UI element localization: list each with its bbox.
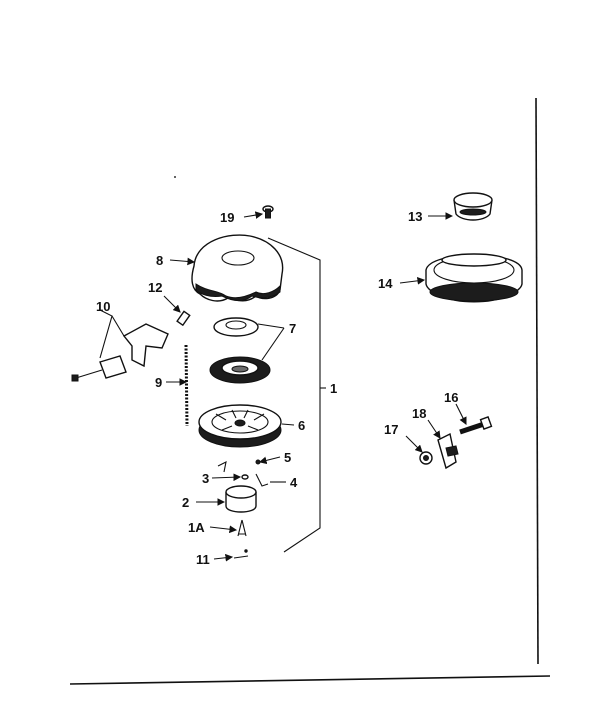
friction-spring-upper-part-7 xyxy=(213,317,259,337)
pin-part-12 xyxy=(176,310,191,327)
callout-17: 17 xyxy=(384,422,398,437)
washer-part-3 xyxy=(241,474,249,480)
callout-5: 5 xyxy=(284,450,291,465)
spring-part-5 xyxy=(255,459,261,465)
callout-8: 8 xyxy=(156,253,163,268)
recoil-rope-part-9 xyxy=(184,344,189,427)
bottom-border-line xyxy=(69,675,551,685)
small-part-11 xyxy=(233,549,249,559)
callout-9: 9 xyxy=(155,375,162,390)
small-clip-detail xyxy=(217,461,227,473)
callout-6: 6 xyxy=(298,418,305,433)
callout-4: 4 xyxy=(290,475,298,490)
callout-3: 3 xyxy=(202,471,209,486)
leader-lines xyxy=(99,211,467,562)
callout-1a: 1A xyxy=(188,520,205,535)
screw-part-19 xyxy=(262,205,274,219)
callout-10: 10 xyxy=(96,299,110,314)
screw-part-1a xyxy=(237,519,247,537)
pulley-part-6 xyxy=(198,404,282,448)
handle-part-10 xyxy=(71,323,169,382)
callout-14: 14 xyxy=(378,276,393,291)
right-border-line xyxy=(535,97,539,665)
assembly-bracket xyxy=(267,237,321,553)
callout-19: 19 xyxy=(220,210,234,225)
callout-12: 12 xyxy=(148,280,162,295)
callout-7: 7 xyxy=(289,321,296,336)
friction-spring-lower-part-7 xyxy=(209,356,271,384)
speck xyxy=(174,176,176,178)
starter-cup-part-13 xyxy=(453,192,493,221)
retainer-cup-part-2 xyxy=(225,485,257,513)
callout-18: 18 xyxy=(412,406,426,421)
callout-1: 1 xyxy=(330,381,337,396)
callout-2: 2 xyxy=(182,495,189,510)
callout-13: 13 xyxy=(408,209,422,224)
callout-16: 16 xyxy=(444,390,458,405)
clip-part-4 xyxy=(255,473,269,487)
bolt-part-16 xyxy=(459,416,493,435)
ring-screen-part-14 xyxy=(425,253,523,303)
callout-11: 11 xyxy=(196,552,210,567)
bracket-part-18 xyxy=(437,432,459,470)
starter-housing-part-8 xyxy=(191,234,284,302)
nut-part-17 xyxy=(419,451,433,465)
